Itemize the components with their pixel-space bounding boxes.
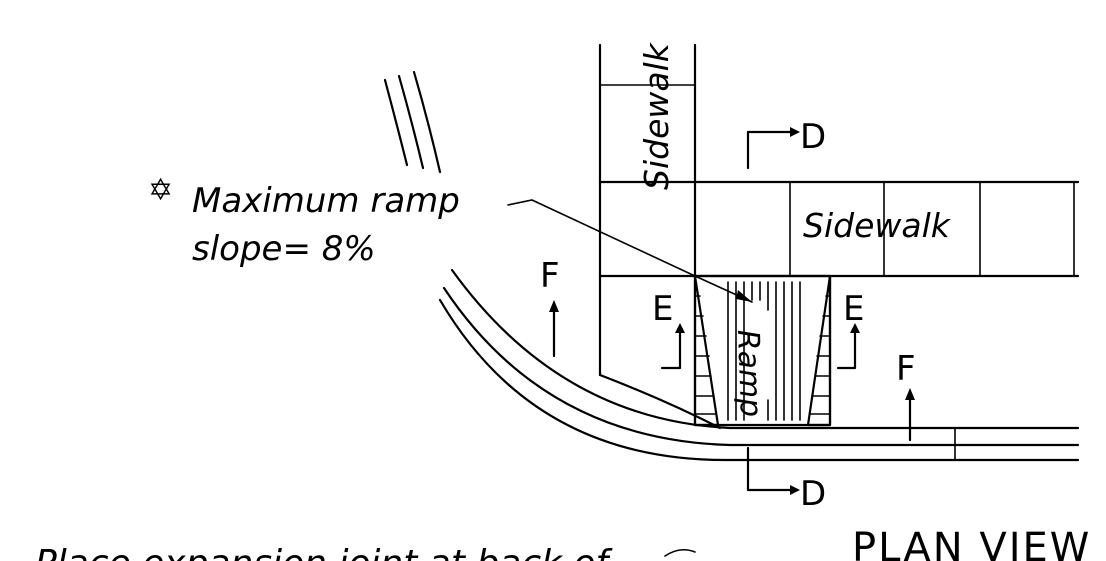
section-marker-d-top: D [746, 117, 826, 170]
slope-note-line2: slope= 8% [192, 229, 376, 269]
star-of-david-icon: ✡ [148, 173, 173, 208]
ramp-left-flare [693, 274, 720, 427]
sidewalk-horizontal-label: Sidewalk [803, 206, 952, 245]
slope-note: ✡ Maximum ramp slope= 8% [148, 173, 460, 269]
expansion-joint-note: Place expansion joint at back of [35, 543, 696, 561]
section-marker-f-right: F [896, 349, 916, 442]
expansion-joint-note-text: Place expansion joint at back of [35, 543, 613, 561]
section-f-left-label: F [540, 256, 560, 296]
section-e-left-label: E [652, 289, 673, 329]
section-d-bottom-label: D [800, 474, 826, 514]
section-f-right-label: F [896, 349, 916, 389]
section-e-right-label: E [843, 289, 864, 329]
ramp-right-flare [806, 274, 832, 427]
plan-view-title: PLAN VIEW [852, 525, 1091, 561]
vertical-sidewalk: Sidewalk [598, 41, 697, 377]
section-marker-e-right: E [836, 289, 864, 370]
section-marker-d-bottom: D [746, 446, 826, 514]
break-lines [383, 70, 442, 174]
section-marker-f-left: F [540, 256, 560, 358]
ramp-body-hatching [727, 281, 801, 421]
curb-lines [438, 268, 1080, 462]
section-marker-e-left: E [652, 289, 685, 370]
ramp-label: Ramp [730, 329, 768, 418]
ramp: Ramp [693, 274, 832, 427]
section-d-top-label: D [800, 117, 826, 157]
slope-note-line1: Maximum ramp [192, 181, 460, 221]
slope-leader [507, 199, 753, 303]
sidewalk-vertical-label: Sidewalk [637, 41, 676, 190]
horizontal-sidewalk: Sidewalk [598, 180, 1080, 278]
